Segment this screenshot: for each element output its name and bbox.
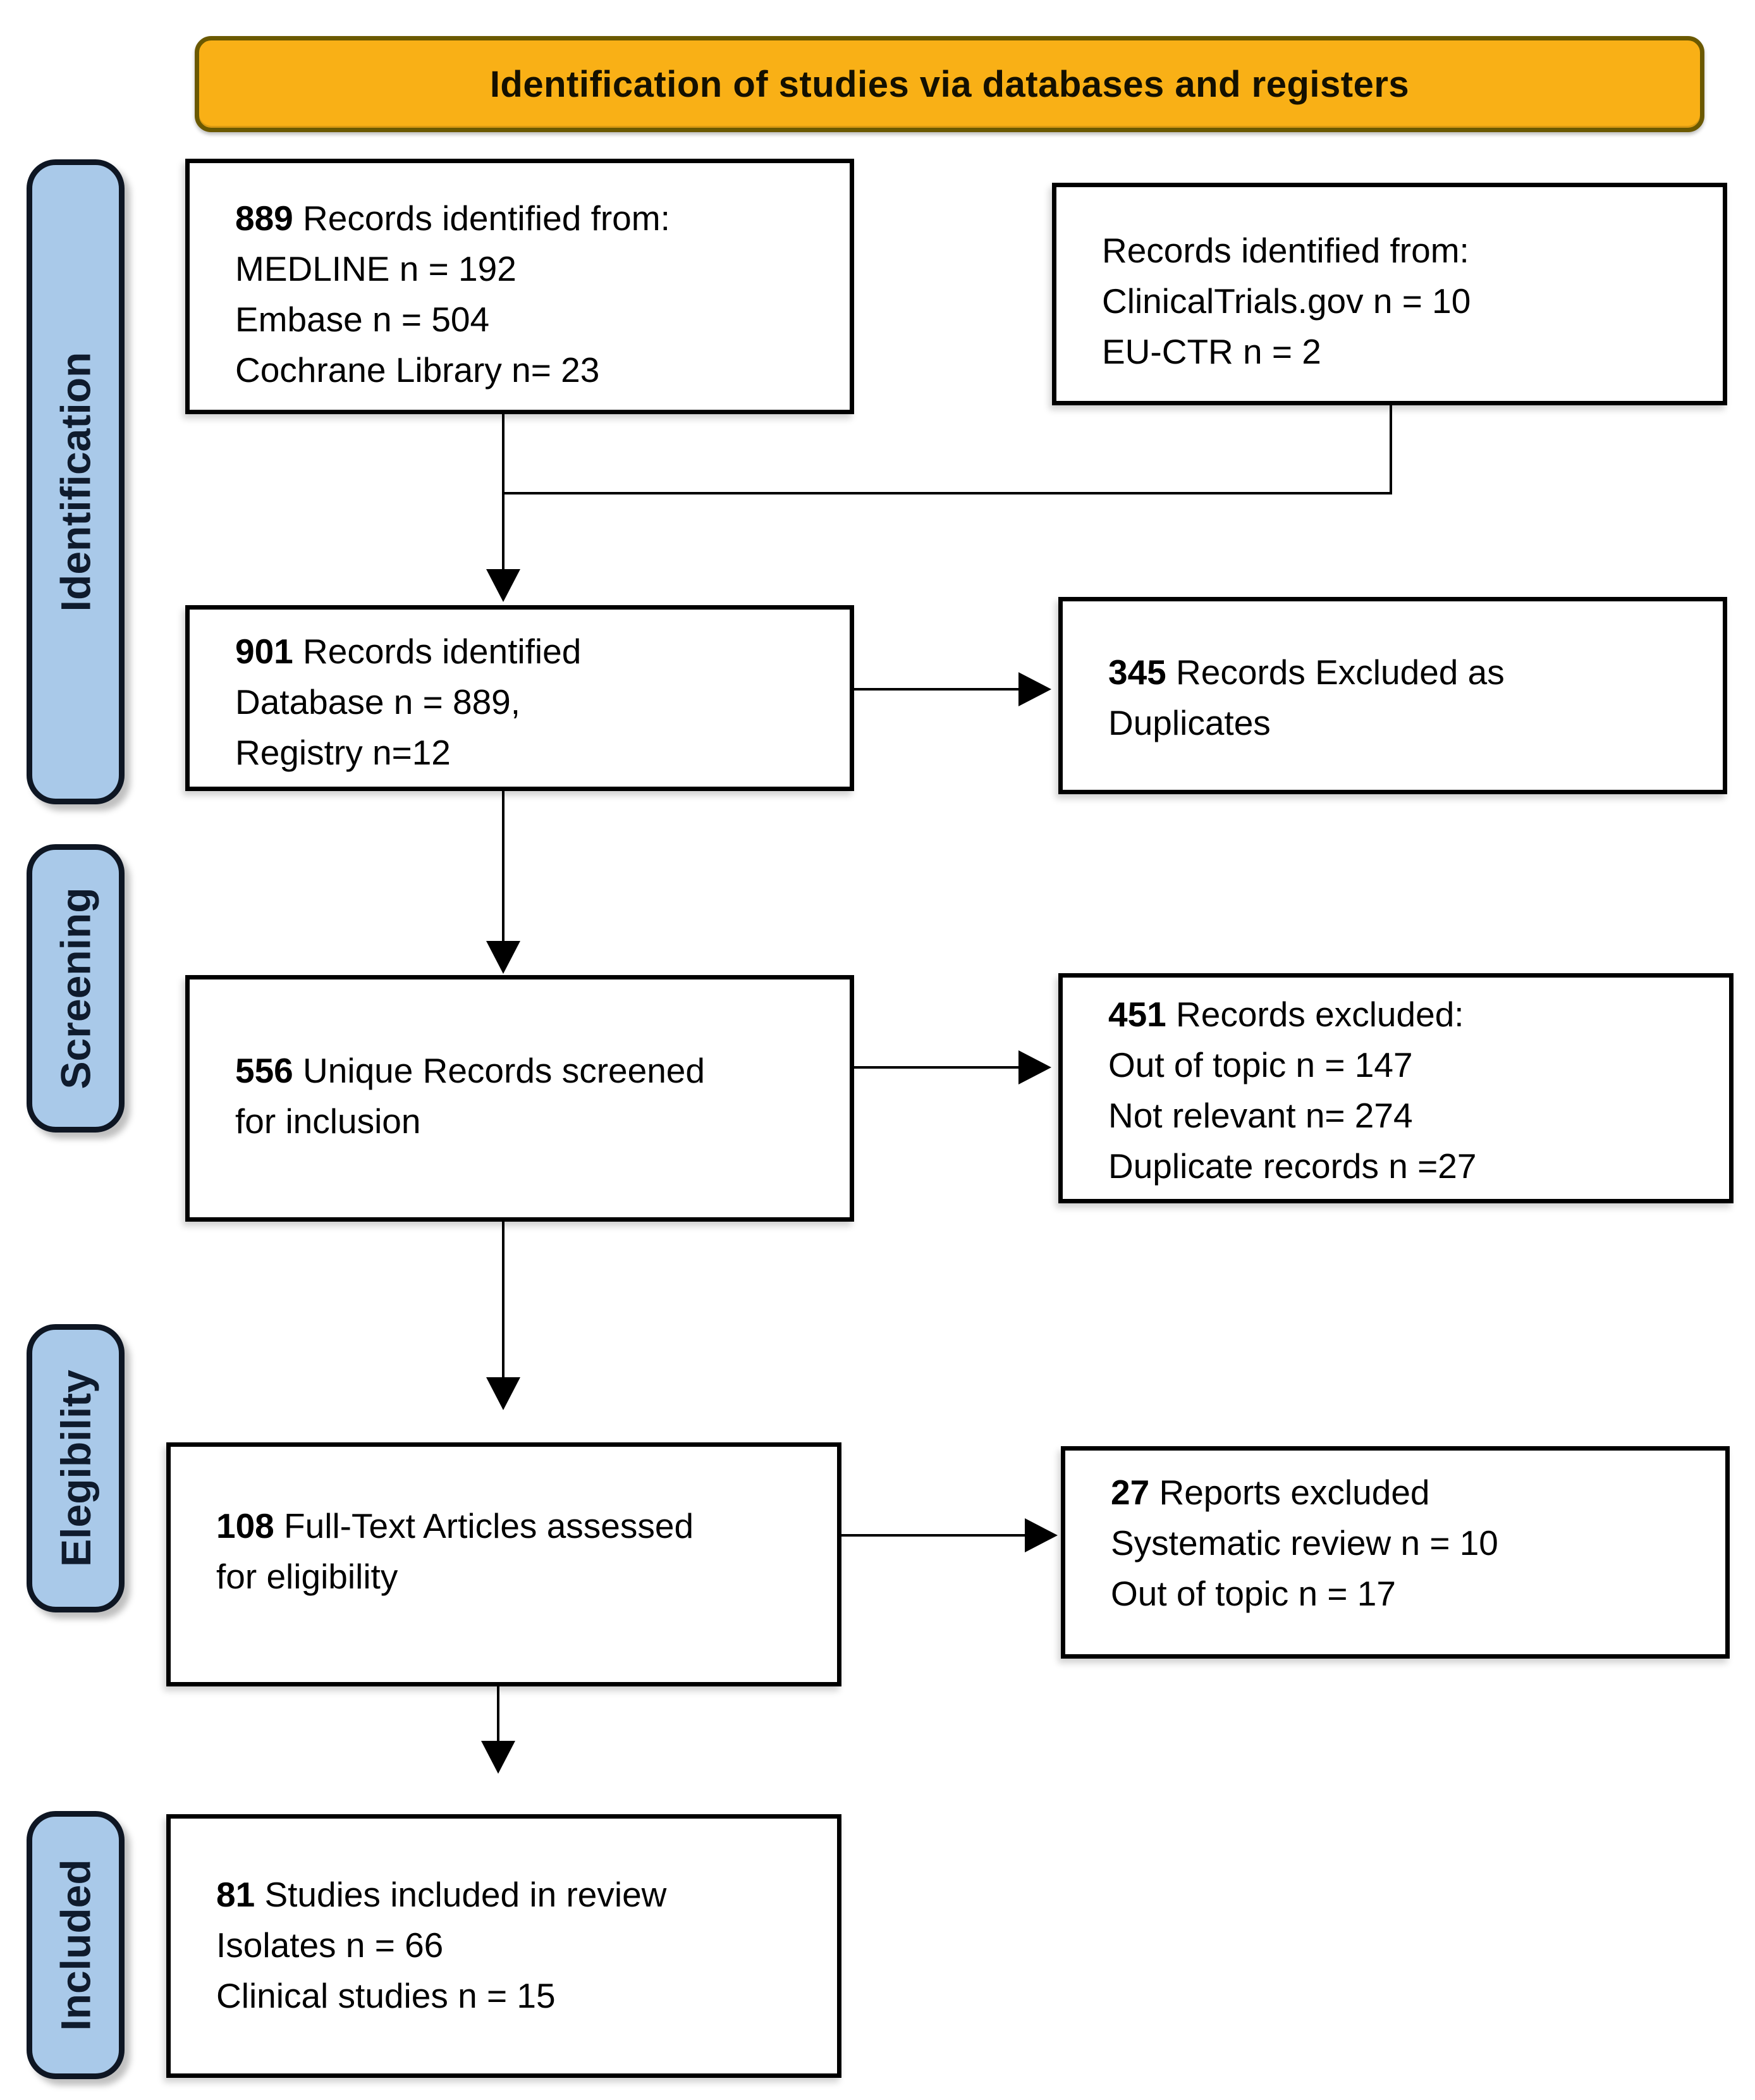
box-line: Duplicate records n =27 bbox=[1108, 1146, 1477, 1186]
connector-to-reports-excluded bbox=[841, 1534, 1026, 1537]
connector-registry-down bbox=[1390, 405, 1392, 494]
box-line: for eligibility bbox=[216, 1557, 398, 1596]
box-line: EU-CTR n = 2 bbox=[1102, 332, 1321, 371]
stage-elegibility-label: Elegibility bbox=[52, 1370, 99, 1567]
box-line: 556 Unique Records screened bbox=[235, 1051, 705, 1090]
arrowhead-down-to-all-identified bbox=[486, 569, 520, 602]
arrowhead-down-to-fulltext bbox=[486, 1377, 520, 1410]
box-line: MEDLINE n = 192 bbox=[235, 249, 517, 288]
box-line: Database n = 889, bbox=[235, 682, 521, 721]
stage-included: Included bbox=[27, 1811, 125, 2079]
box-duplicates-excluded: 345 Records Excluded as Duplicates bbox=[1058, 597, 1727, 794]
box-registry-records: Records identified from: ClinicalTrials.… bbox=[1052, 183, 1727, 405]
connector-to-records-excluded bbox=[854, 1066, 1020, 1069]
connector-merge-horizontal bbox=[502, 492, 1392, 494]
box-reports-excluded: 27 Reports excluded Systematic review n … bbox=[1061, 1446, 1730, 1659]
box-line: 108 Full-Text Articles assessed bbox=[216, 1506, 694, 1545]
arrowhead-right-to-duplicates bbox=[1018, 672, 1051, 706]
box-line: Isolates n = 66 bbox=[216, 1925, 444, 1965]
box-all-identified: 901 Records identified Database n = 889,… bbox=[185, 605, 854, 791]
stage-screening: Screening bbox=[27, 844, 125, 1133]
arrowhead-down-to-included bbox=[481, 1741, 515, 1774]
box-line: Duplicates bbox=[1108, 703, 1271, 742]
box-line: ClinicalTrials.gov n = 10 bbox=[1102, 281, 1471, 321]
box-line: Clinical studies n = 15 bbox=[216, 1976, 556, 2015]
box-database-records: 889 Records identified from: MEDLINE n =… bbox=[185, 159, 854, 414]
box-line: 451 Records excluded: bbox=[1108, 995, 1464, 1034]
connector-to-screened bbox=[502, 791, 504, 943]
box-records-screened: 556 Unique Records screened for inclusio… bbox=[185, 975, 854, 1222]
stage-screening-label: Screening bbox=[52, 887, 99, 1090]
box-studies-included: 81 Studies included in review Isolates n… bbox=[166, 1814, 841, 2078]
stage-elegibility: Elegibility bbox=[27, 1324, 125, 1612]
banner: Identification of studies via databases … bbox=[195, 36, 1704, 132]
box-line: for inclusion bbox=[235, 1102, 421, 1141]
box-line: Records identified from: bbox=[1102, 231, 1469, 270]
box-records-excluded: 451 Records excluded: Out of topic n = 1… bbox=[1058, 973, 1734, 1203]
stage-included-label: Included bbox=[52, 1859, 99, 2031]
stage-identification-label: Identification bbox=[52, 352, 99, 612]
arrowhead-right-to-records-excluded bbox=[1018, 1050, 1051, 1084]
box-line: Not relevant n= 274 bbox=[1108, 1096, 1413, 1135]
connector-to-duplicates bbox=[854, 688, 1020, 691]
arrowhead-down-to-screened bbox=[486, 941, 520, 974]
box-line: 901 Records identified bbox=[235, 632, 582, 671]
banner-title: Identification of studies via databases … bbox=[489, 63, 1410, 105]
connector-to-fulltext bbox=[502, 1222, 504, 1379]
box-line: 27 Reports excluded bbox=[1111, 1473, 1430, 1512]
box-line: Registry n=12 bbox=[235, 733, 451, 772]
box-line: Embase n = 504 bbox=[235, 300, 490, 339]
box-line: Out of topic n = 147 bbox=[1108, 1045, 1413, 1084]
stage-identification: Identification bbox=[27, 159, 125, 804]
box-line: Cochrane Library n= 23 bbox=[235, 350, 600, 390]
box-line: 345 Records Excluded as bbox=[1108, 653, 1505, 692]
box-fulltext-assessed: 108 Full-Text Articles assessed for elig… bbox=[166, 1442, 841, 1686]
box-line: 81 Studies included in review bbox=[216, 1875, 667, 1914]
connector-to-included bbox=[497, 1686, 499, 1742]
box-line: 889 Records identified from: bbox=[235, 199, 670, 238]
arrowhead-right-to-reports-excluded bbox=[1025, 1518, 1058, 1552]
box-line: Systematic review n = 10 bbox=[1111, 1523, 1498, 1563]
box-line: Out of topic n = 17 bbox=[1111, 1574, 1396, 1613]
